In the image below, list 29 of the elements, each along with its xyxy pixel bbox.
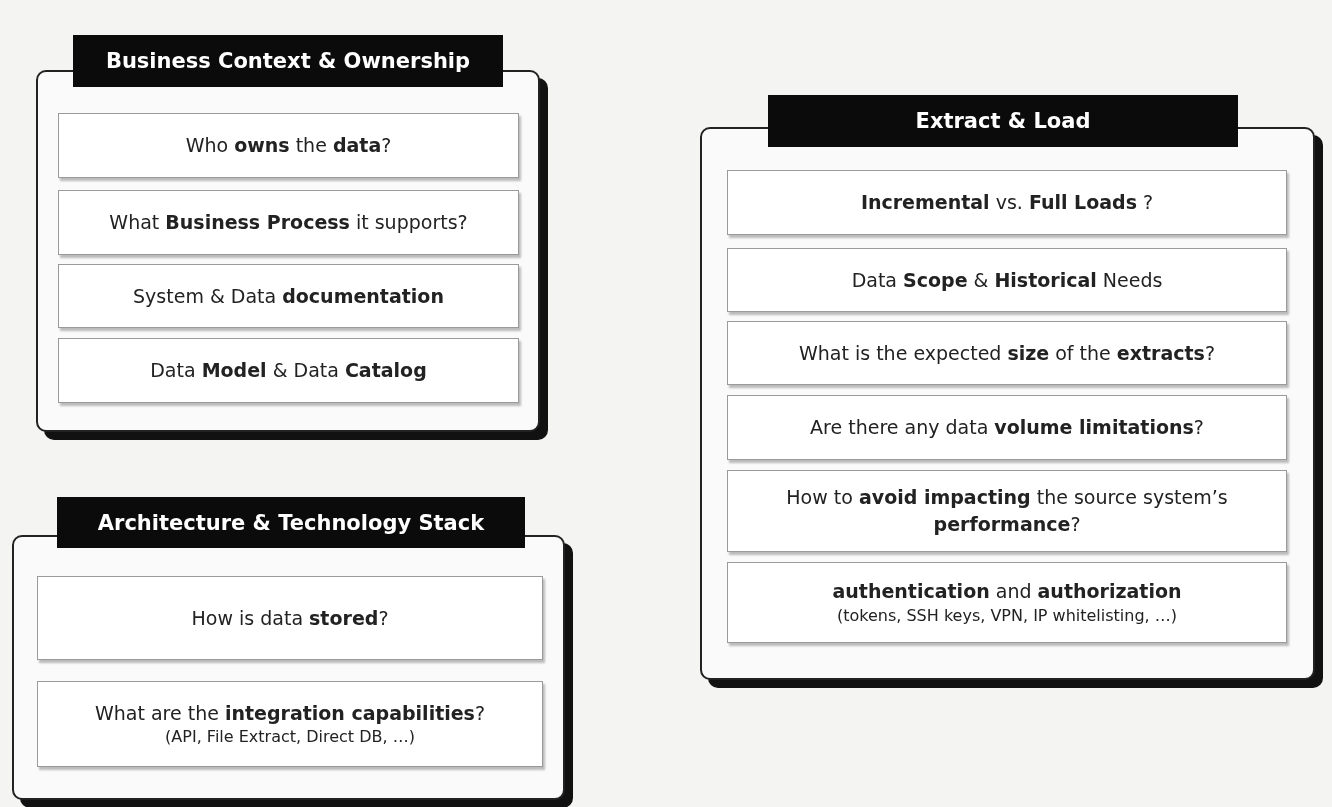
question-text: How is data stored?	[191, 605, 389, 631]
section-title: Extract & Load	[768, 95, 1238, 147]
question-text: Data Model & Data Catalog	[150, 358, 427, 384]
question-text: Data Scope & Historical Needs	[851, 267, 1163, 293]
question-text: What Business Process it supports?	[109, 210, 468, 236]
question-card	[58, 113, 519, 178]
examples-text: (tokens, SSH keys, VPN, IP whitelisting, …)	[836, 604, 1178, 627]
question-text: Incremental vs. Full Loads ?	[860, 190, 1154, 216]
question-card	[58, 190, 519, 255]
question-card	[727, 170, 1287, 235]
section-title: Business Context & Ownership	[73, 35, 503, 87]
question-card	[727, 470, 1287, 552]
question-card	[727, 248, 1287, 312]
question-text: authentication and authorization	[832, 579, 1182, 604]
question-text: What is the expected size of the extracts?	[799, 340, 1215, 366]
section-title: Architecture & Technology Stack	[57, 497, 525, 548]
examples-text: (API, File Extract, Direct DB, …)	[165, 726, 415, 749]
question-card	[58, 338, 519, 403]
question-card	[37, 576, 543, 660]
question-text: Are there any data volume limitations?	[810, 415, 1204, 441]
question-card	[58, 264, 519, 328]
question-card	[727, 395, 1287, 460]
question-card	[727, 562, 1287, 643]
question-text: What are the integration capabilities?	[94, 700, 486, 726]
question-text: System & Data documentation	[133, 283, 444, 309]
question-text: How to avoid impacting the source system’s performance?	[785, 485, 1229, 537]
question-card	[727, 321, 1287, 385]
question-text: Who owns the data?	[185, 133, 392, 159]
question-card	[37, 681, 543, 767]
